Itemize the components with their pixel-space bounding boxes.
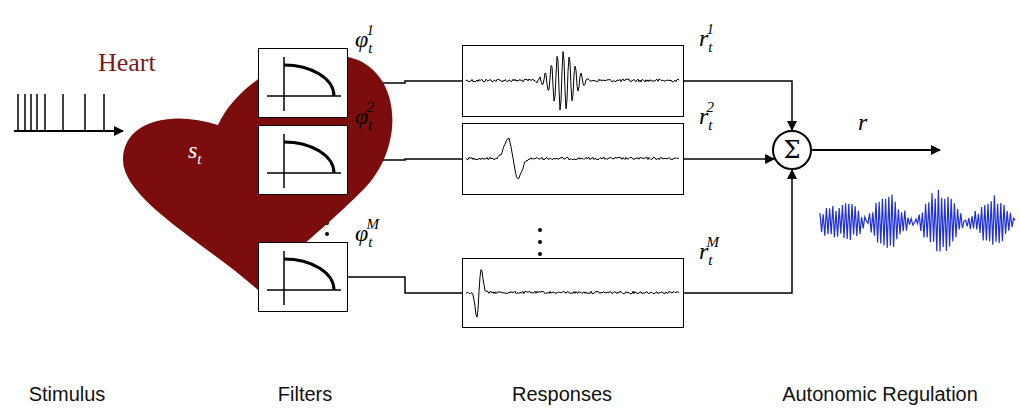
filter-symbol: φt2 (355, 104, 374, 128)
state-symbol: st (188, 138, 202, 162)
signal-arrow (684, 170, 792, 293)
response-symbol: rt1 (699, 26, 714, 50)
stimulus-arrow (14, 130, 123, 132)
ellipsis-dots (325, 210, 542, 256)
axis-caption: Stimulus (29, 384, 106, 404)
signal-arrow (684, 158, 774, 160)
response-symbol: rt2 (699, 104, 714, 128)
axis-caption: Responses (512, 384, 612, 404)
response-waveform (463, 259, 682, 326)
response-waveform (463, 124, 682, 193)
filter-box: φt1 (258, 48, 348, 118)
filter-glyph (259, 126, 346, 193)
output-arrow (812, 149, 940, 151)
response-waveform (463, 46, 682, 115)
organ-label: Heart (98, 50, 156, 76)
filter-glyph (259, 243, 346, 310)
response-box: rt1 (462, 45, 684, 117)
signal-arrow (684, 81, 792, 130)
heart-shape (118, 40, 393, 295)
signal-wire (348, 277, 462, 293)
filter-symbol: φt1 (355, 27, 374, 51)
filter-box: φt2 (258, 125, 348, 195)
filter-box: φtM (258, 242, 348, 312)
response-symbol: rtM (699, 239, 719, 263)
spike-train (18, 94, 104, 131)
sum-symbol: Σ (784, 138, 801, 162)
output-symbol: r (858, 110, 867, 134)
response-box: rtM (462, 258, 684, 328)
axis-caption: Autonomic Regulation (782, 384, 978, 404)
filter-symbol: φtM (355, 221, 379, 245)
filter-glyph (259, 49, 346, 116)
axis-caption: Filters (278, 384, 332, 404)
regulation-waveform (820, 190, 1015, 252)
response-box: rt2 (462, 123, 684, 195)
sum-junction: Σ (772, 130, 812, 170)
heart-organ: Heartst (118, 40, 393, 295)
